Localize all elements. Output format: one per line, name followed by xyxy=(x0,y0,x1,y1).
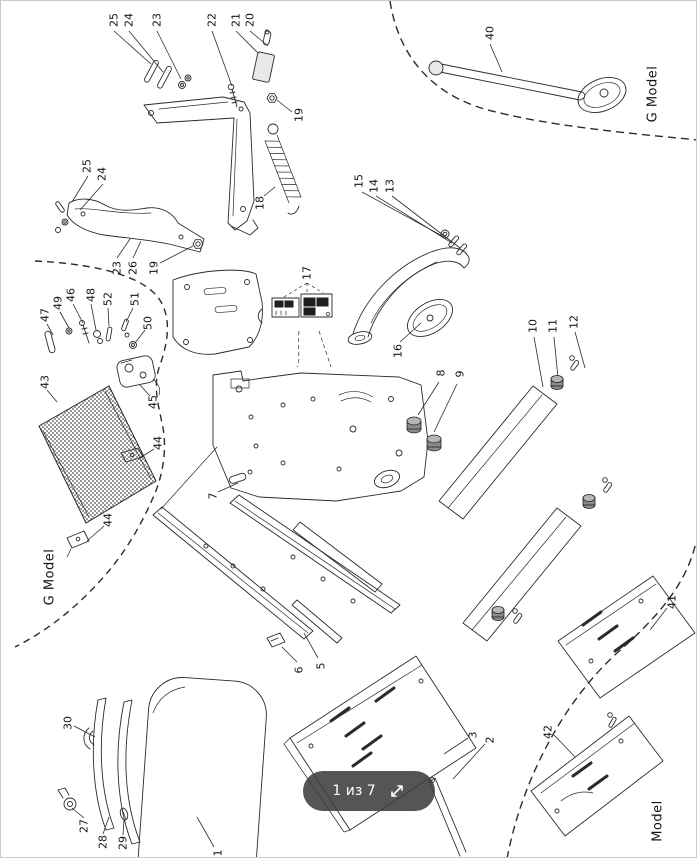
part-label-10: 10 xyxy=(527,319,540,333)
part-label-23a: 23 xyxy=(151,13,164,27)
part-label-44b: 44 xyxy=(102,513,115,527)
part-label-11: 11 xyxy=(547,319,560,333)
panel-42-part xyxy=(530,712,664,837)
part-label-46: 46 xyxy=(65,288,78,302)
part-label-9: 9 xyxy=(454,371,467,378)
part-label-5: 5 xyxy=(315,663,328,670)
spring-part xyxy=(264,123,302,215)
handrail-bolts-part xyxy=(440,229,468,256)
panel-41-part xyxy=(557,575,696,699)
side-rail-upper-part xyxy=(438,385,558,520)
strip-5-part xyxy=(291,599,343,644)
spacer-29-part xyxy=(119,807,129,821)
part-label-2: 2 xyxy=(484,737,497,744)
belt-deck-part xyxy=(136,677,267,857)
part-label-52: 52 xyxy=(102,292,115,306)
hardware-cluster-part xyxy=(44,318,137,354)
part-label-3: 3 xyxy=(467,732,480,739)
part-label-43: 43 xyxy=(39,375,52,389)
part-label-24b: 24 xyxy=(96,167,109,181)
clamp-6-part xyxy=(266,632,286,648)
fullscreen-expand-icon[interactable] xyxy=(388,782,406,800)
hook-30-part xyxy=(83,727,95,750)
block-20-21-part xyxy=(252,29,275,83)
part-label-29: 29 xyxy=(117,836,130,850)
screw-22-part xyxy=(227,83,238,108)
rod-40-part xyxy=(428,60,627,113)
bolt-7-part xyxy=(228,469,253,484)
console-mast-part xyxy=(143,96,259,236)
part-label-47: 47 xyxy=(39,308,52,322)
nut-19-top-part xyxy=(266,93,278,103)
model-label-bottom-right: Model xyxy=(651,800,666,842)
bracket-44-upper-part xyxy=(120,447,144,463)
part-label-40: 40 xyxy=(484,26,497,40)
model-label-top-right: G Model xyxy=(646,66,661,123)
part-label-16: 16 xyxy=(392,344,405,358)
part-label-22: 22 xyxy=(206,13,219,27)
part-label-13: 13 xyxy=(384,179,397,193)
rail-foot-screws-part xyxy=(491,355,613,624)
endcap-27-part xyxy=(57,787,77,811)
part-label-27: 27 xyxy=(78,819,91,833)
part-label-1: 1 xyxy=(212,850,225,857)
side-strip-b-part xyxy=(117,699,141,845)
console-plate-part xyxy=(172,269,263,355)
part-label-21: 21 xyxy=(230,13,243,27)
page-indicator-text: 1 из 7 xyxy=(332,783,376,799)
part-label-7: 7 xyxy=(207,493,220,500)
part-label-26: 26 xyxy=(127,261,140,275)
part-label-15: 15 xyxy=(353,174,366,188)
part-label-19a: 19 xyxy=(293,108,306,122)
part-label-25b: 25 xyxy=(81,159,94,173)
part-label-28: 28 xyxy=(97,835,110,849)
part-label-18: 18 xyxy=(254,196,267,210)
part-label-50: 50 xyxy=(142,316,155,330)
side-strip-a-part xyxy=(92,697,115,831)
circuit-boards-part xyxy=(271,293,333,318)
model-boundary-bottom-right xyxy=(506,541,696,857)
part-label-49: 49 xyxy=(52,296,65,310)
left-bracket-screws-part xyxy=(55,201,69,233)
mast-bolts-part xyxy=(144,59,192,89)
nut-19-left-part xyxy=(192,239,204,249)
part-label-48: 48 xyxy=(85,288,98,302)
model-label-left: G Model xyxy=(43,549,58,606)
part-label-41: 41 xyxy=(666,595,679,609)
main-frame-part xyxy=(152,370,429,640)
part-label-12: 12 xyxy=(568,315,581,329)
motor-45-part xyxy=(116,355,161,396)
vent-grid-part xyxy=(38,385,157,524)
part-label-44a: 44 xyxy=(152,436,165,450)
isolator-foot-9 xyxy=(426,434,442,452)
part-label-17: 17 xyxy=(301,266,314,280)
bracket-44-lower-part xyxy=(66,530,90,558)
part-label-19b: 19 xyxy=(148,261,161,275)
part-label-20: 20 xyxy=(244,13,257,27)
part-label-25a: 25 xyxy=(108,13,121,27)
handrail-part xyxy=(347,247,470,345)
part-label-8: 8 xyxy=(435,370,448,377)
left-bracket-part xyxy=(66,198,205,253)
part-label-30: 30 xyxy=(62,716,75,730)
isolator-foot-8 xyxy=(406,416,422,434)
part-label-14: 14 xyxy=(368,179,381,193)
oval-cover-part xyxy=(407,299,453,337)
page-indicator[interactable]: 1 из 7 xyxy=(303,771,435,811)
part-label-45: 45 xyxy=(147,395,160,409)
model-boundary-left xyxy=(14,260,169,648)
part-label-42: 42 xyxy=(542,725,555,739)
part-label-24a: 24 xyxy=(123,13,136,27)
side-rail-lower-part xyxy=(462,507,582,642)
model-boundary-top-right xyxy=(389,1,696,141)
part-label-6: 6 xyxy=(293,667,306,674)
part-label-23b: 23 xyxy=(111,261,124,275)
part-label-51: 51 xyxy=(129,292,142,306)
leader-lines xyxy=(46,30,668,848)
